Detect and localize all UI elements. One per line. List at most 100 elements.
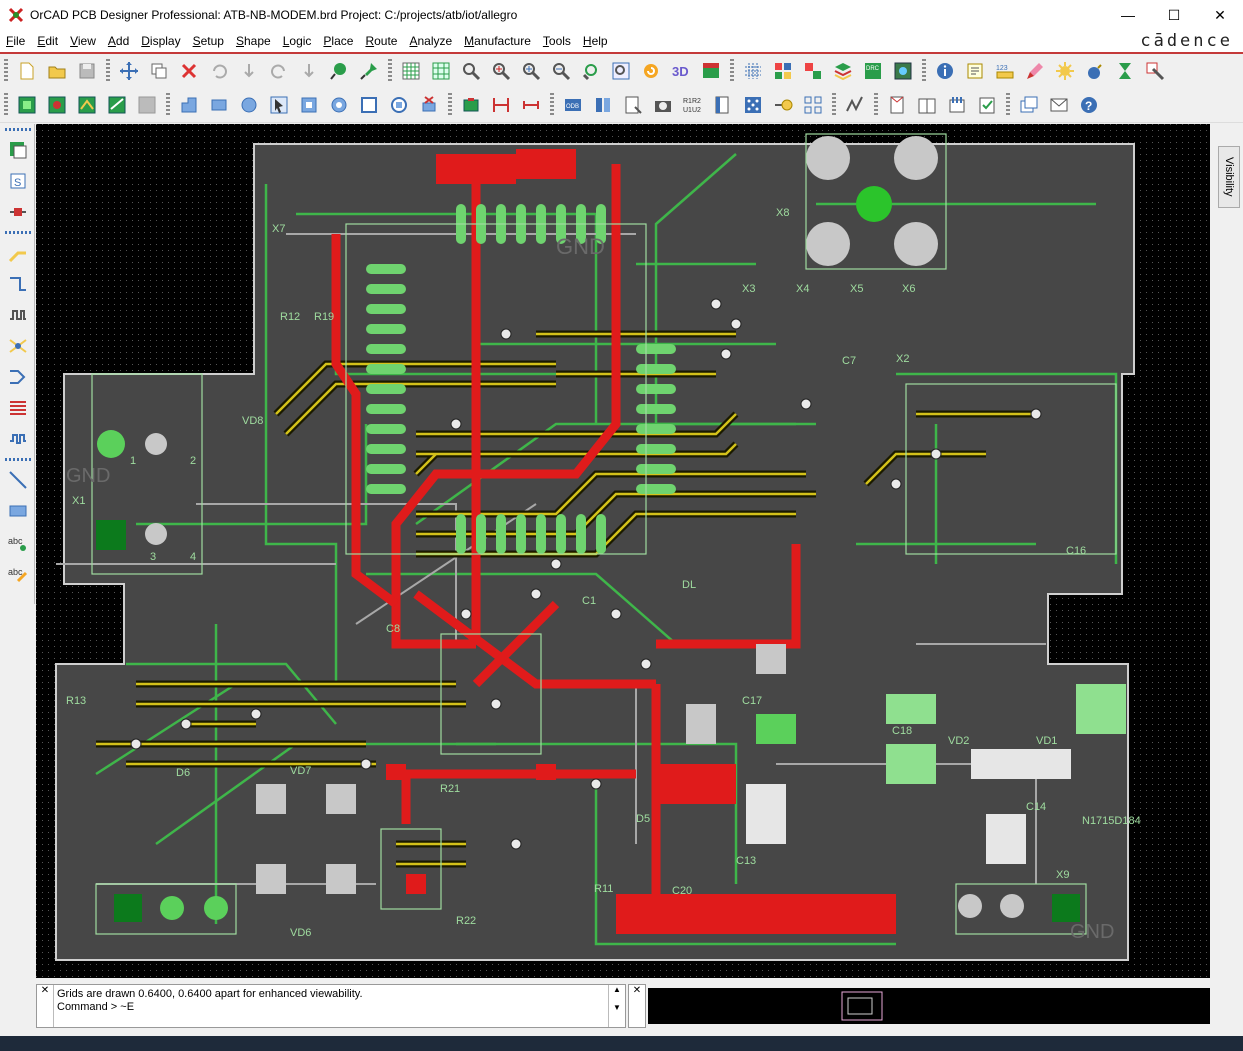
visibility-tab[interactable]: Visibility xyxy=(1218,146,1240,208)
add-text-icon[interactable]: abc xyxy=(6,530,30,554)
phase-tune-icon[interactable] xyxy=(6,427,30,451)
color-icon[interactable] xyxy=(771,59,795,83)
maximize-button[interactable]: ☐ xyxy=(1167,6,1181,23)
paint-icon[interactable] xyxy=(1143,59,1167,83)
measure-icon[interactable]: 123 xyxy=(993,59,1017,83)
place-disabled-icon[interactable] xyxy=(135,93,159,117)
shape-circle-icon[interactable] xyxy=(237,93,261,117)
camera-icon[interactable] xyxy=(651,93,675,117)
pcb-board-drawing[interactable]: GND GND X1 X2 X3 X4 X5 X6 X7 X8 X9 C1 C7… xyxy=(36,124,1210,978)
route-bus-icon[interactable] xyxy=(6,365,30,389)
route-connect-icon[interactable] xyxy=(6,241,30,265)
menu-place[interactable]: Place xyxy=(323,34,354,48)
minimize-button[interactable]: — xyxy=(1121,7,1135,23)
temp-icon[interactable] xyxy=(771,93,795,117)
shape-rect-icon[interactable] xyxy=(207,93,231,117)
graph-icon[interactable] xyxy=(843,93,867,117)
move-icon[interactable] xyxy=(117,59,141,83)
zoom-previous-icon[interactable] xyxy=(579,59,603,83)
document3-icon[interactable] xyxy=(945,93,969,117)
command-console[interactable]: ✕ Grids are drawn 0.6400, 0.6400 apart f… xyxy=(36,984,626,1028)
menu-display[interactable]: Display xyxy=(141,34,181,48)
world-view[interactable] xyxy=(648,988,1210,1024)
dimension-linear-icon[interactable] xyxy=(489,93,513,117)
menu-logic[interactable]: Logic xyxy=(282,34,312,48)
layers-icon[interactable] xyxy=(831,59,855,83)
delay-tune-icon[interactable] xyxy=(6,303,30,327)
slide-icon[interactable] xyxy=(6,272,30,296)
undo-list-icon[interactable] xyxy=(237,59,261,83)
add-line-icon[interactable] xyxy=(6,468,30,492)
zoom-world-icon[interactable] xyxy=(609,59,633,83)
menu-file[interactable]: File xyxy=(6,34,26,48)
zoom-in-icon[interactable] xyxy=(489,59,513,83)
dimension-parallel-icon[interactable] xyxy=(519,93,543,117)
layer-toggle-icon[interactable] xyxy=(801,59,825,83)
zoom-out-icon[interactable] xyxy=(549,59,573,83)
place-replace-icon[interactable] xyxy=(75,93,99,117)
undo-icon[interactable] xyxy=(207,59,231,83)
world-view-close-icon[interactable]: ✕ xyxy=(628,984,646,1028)
place-swap-icon[interactable] xyxy=(105,93,129,117)
bom-icon[interactable] xyxy=(591,93,615,117)
menu-route[interactable]: Route xyxy=(365,34,398,48)
info-icon[interactable] xyxy=(933,59,957,83)
menu-shape[interactable]: Shape xyxy=(235,34,271,48)
odb-icon[interactable]: ODB xyxy=(561,93,585,117)
array-icon[interactable] xyxy=(801,93,825,117)
sheet-icon[interactable] xyxy=(711,93,735,117)
stackup-icon[interactable] xyxy=(6,138,30,162)
3d-view-icon[interactable]: 3D xyxy=(669,59,693,83)
pin-icon[interactable] xyxy=(327,59,351,83)
void-poly-icon[interactable] xyxy=(297,93,321,117)
close-button[interactable]: ✕ xyxy=(1214,6,1226,23)
drill-icon[interactable] xyxy=(741,93,765,117)
highlight-icon[interactable] xyxy=(1023,59,1047,83)
menu-help[interactable]: Help xyxy=(582,34,608,48)
redo-icon[interactable] xyxy=(267,59,291,83)
refresh-grid-icon[interactable] xyxy=(429,59,453,83)
document2-icon[interactable] xyxy=(915,93,939,117)
board-icon[interactable] xyxy=(891,59,915,83)
fanout-icon[interactable] xyxy=(6,334,30,358)
bomb-icon[interactable] xyxy=(1083,59,1107,83)
stackup2-icon[interactable]: S xyxy=(6,169,30,193)
menu-manufacture[interactable]: Manufacture xyxy=(464,34,531,48)
grid-icon[interactable] xyxy=(399,59,423,83)
new-file-icon[interactable] xyxy=(15,59,39,83)
document-icon[interactable] xyxy=(885,93,909,117)
copy-icon[interactable] xyxy=(147,59,171,83)
batch-icon[interactable]: DRC xyxy=(861,59,885,83)
menu-view[interactable]: View xyxy=(70,34,96,48)
dehighlight-icon[interactable] xyxy=(1053,59,1077,83)
checklist-icon[interactable] xyxy=(975,93,999,117)
console-line-2[interactable]: Command > ~E xyxy=(57,1001,135,1013)
menu-edit[interactable]: Edit xyxy=(37,34,59,48)
redraw-icon[interactable] xyxy=(639,59,663,83)
void-circle-icon[interactable] xyxy=(327,93,351,117)
custom-smooth-icon[interactable] xyxy=(6,396,30,420)
zoom-fit-icon[interactable] xyxy=(459,59,483,83)
layer-grid-icon[interactable] xyxy=(741,59,765,83)
place-manual-icon[interactable] xyxy=(15,93,39,117)
place-quick-icon[interactable] xyxy=(45,93,69,117)
save-icon[interactable] xyxy=(75,59,99,83)
delete-icon[interactable] xyxy=(177,59,201,83)
menu-setup[interactable]: Setup xyxy=(192,34,224,48)
mail-icon[interactable] xyxy=(1047,93,1071,117)
window-icon[interactable] xyxy=(1017,93,1041,117)
void-delete-icon[interactable] xyxy=(417,93,441,117)
open-folder-icon[interactable] xyxy=(45,59,69,83)
dimension-icon[interactable] xyxy=(459,93,483,117)
show-element-icon[interactable] xyxy=(963,59,987,83)
pcb-canvas[interactable]: GND GND X1 X2 X3 X4 X5 X6 X7 X8 X9 C1 C7… xyxy=(36,124,1210,978)
void-element-icon[interactable] xyxy=(387,93,411,117)
menu-analyze[interactable]: Analyze xyxy=(409,34,453,48)
hourglass-icon[interactable] xyxy=(1113,59,1137,83)
component-icon[interactable] xyxy=(6,200,30,224)
void-rect-icon[interactable] xyxy=(357,93,381,117)
change-text-icon[interactable]: abc xyxy=(6,561,30,585)
add-rect-icon[interactable] xyxy=(6,499,30,523)
flip-icon[interactable] xyxy=(699,59,723,83)
